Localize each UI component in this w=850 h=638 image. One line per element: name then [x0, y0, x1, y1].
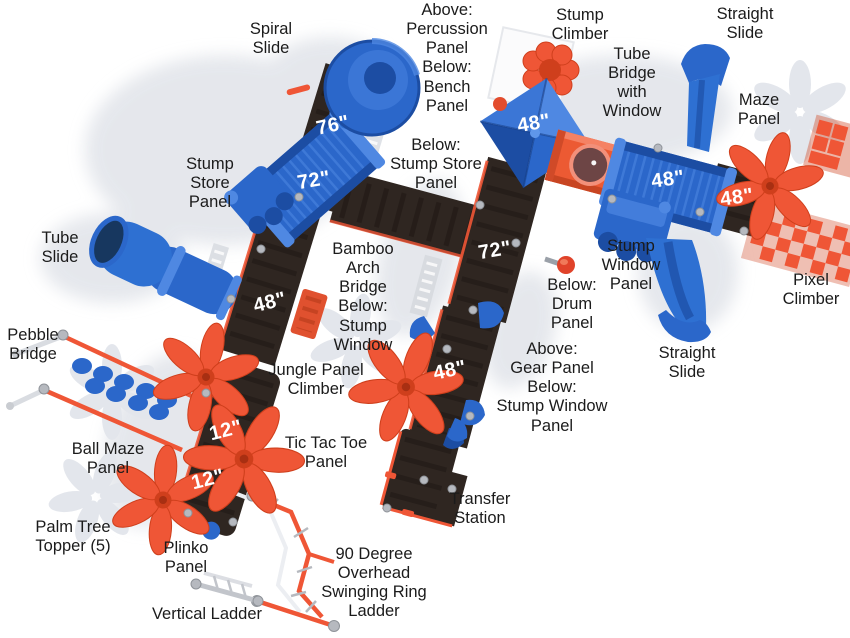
label-pixel-climber: Pixel Climber	[782, 271, 840, 309]
label-below-stump-store: Below: Stump Store Panel	[390, 136, 482, 193]
stump-store-panel-tower	[224, 166, 294, 234]
spiral-slide	[323, 38, 421, 137]
label-plinko-panel: Plinko Panel	[163, 539, 209, 577]
label-below-drum-panel: Below: Drum Panel	[547, 276, 597, 333]
drum	[544, 256, 575, 274]
label-straight-slide-bottom: Straight Slide	[658, 344, 716, 382]
label-jungle-panel-climber: Jungle Panel Climber	[268, 361, 364, 399]
label-stump-window-panel: Stump Window Panel	[601, 237, 661, 294]
label-tic-tac-toe-panel: Tic Tac Toe Panel	[284, 434, 368, 472]
palm-tree-topper	[348, 332, 464, 442]
straight-slide-top	[681, 44, 730, 152]
vertical-ladder	[190, 571, 264, 607]
label-pebble-bridge: Pebble Bridge	[7, 326, 59, 364]
label-tube-bridge-with-window: Tube Bridge with Window	[602, 45, 662, 121]
deck-cross-bridge	[329, 169, 495, 263]
stump-climber	[522, 41, 580, 99]
palm-tree-topper	[716, 132, 824, 240]
palm-tree-topper	[182, 404, 306, 514]
label-percussion-bench: Above: Percussion Panel Below: Bench Pan…	[406, 1, 488, 115]
label-transfer-station: Transfer Station	[449, 490, 511, 528]
measure-48-far-right: 48"	[718, 184, 755, 211]
straight-slide-bottom	[646, 238, 711, 343]
red-knob	[493, 97, 507, 111]
label-above-gear-panel: Above: Gear Panel Below: Stump Window Pa…	[496, 340, 608, 435]
label-bamboo-arch-bridge: Bamboo Arch Bridge Below: Stump Window	[332, 240, 394, 354]
deck-edge-rail	[286, 84, 311, 96]
palm-tree-topper	[112, 444, 214, 556]
label-stump-store-panel: Stump Store Panel	[186, 155, 234, 212]
label-swinging-ring-ladder: 90 Degree Overhead Swinging Ring Ladder	[321, 545, 427, 621]
palm-tree-toppers	[112, 132, 824, 556]
label-straight-slide-top: Straight Slide	[716, 5, 774, 43]
label-stump-climber: Stump Climber	[551, 6, 609, 44]
pebble-bridge	[6, 329, 199, 453]
label-palm-tree-topper: Palm Tree Topper (5)	[35, 518, 111, 556]
label-vertical-ladder: Vertical Ladder	[151, 605, 263, 623]
maze-panel	[803, 114, 850, 179]
jungle-panel-climber	[290, 288, 328, 340]
label-ball-maze-panel: Ball Maze Panel	[71, 440, 145, 478]
label-maze-panel: Maze Panel	[737, 91, 781, 129]
label-tube-slide: Tube Slide	[41, 229, 79, 267]
label-spiral-slide: Spiral Slide	[249, 20, 293, 58]
pyramid-roof-48	[480, 78, 590, 188]
deck-posts	[183, 143, 749, 527]
measure-48-bridge: 48"	[649, 166, 686, 193]
